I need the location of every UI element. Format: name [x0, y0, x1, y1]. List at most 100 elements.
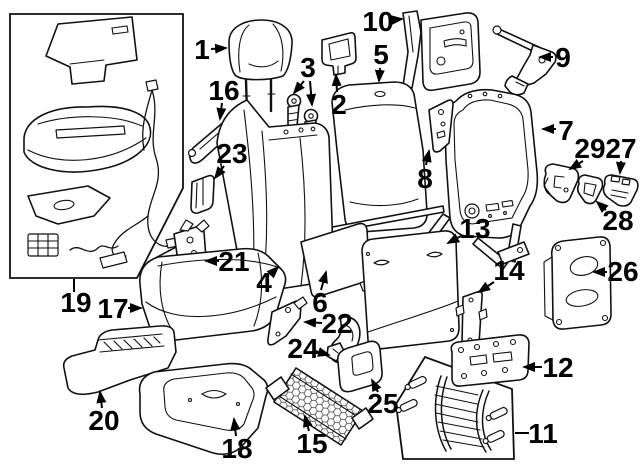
callout-18[interactable]: 18 [221, 417, 253, 464]
callout-24[interactable]: 24 [287, 333, 331, 364]
callout-label[interactable]: 3 [300, 52, 316, 83]
callout-29[interactable]: 29 [568, 133, 606, 171]
part-26-side-shield [543, 236, 612, 330]
part-11-lumbar-box [395, 355, 515, 460]
part-28-switch-bezel [576, 174, 604, 205]
callout-label[interactable]: 14 [493, 255, 525, 286]
callout-arrow [331, 73, 342, 93]
callout-6[interactable]: 6 [312, 270, 328, 318]
callout-label[interactable]: 17 [97, 293, 128, 324]
callout-label[interactable]: 28 [602, 205, 633, 236]
callout-label[interactable]: 29 [574, 133, 605, 164]
connector-block [27, 233, 128, 269]
callout-9[interactable]: 9 [538, 42, 571, 73]
part-1-headrest [228, 19, 293, 116]
callout-arrow [390, 15, 404, 26]
part-25-side-cover-panel [336, 340, 383, 393]
callout-label[interactable]: 26 [607, 256, 638, 287]
callout-arrow [371, 378, 382, 393]
callout-2[interactable]: 2 [331, 73, 347, 120]
part-13-back-panel [361, 230, 460, 350]
part-2-headrest-guide [321, 32, 357, 76]
callout-label[interactable]: 15 [296, 428, 327, 459]
callout-17[interactable]: 17 [97, 293, 143, 324]
callout-arrow [292, 80, 305, 95]
callout-11[interactable]: 11 [515, 418, 558, 449]
callout-label[interactable]: 13 [459, 213, 490, 244]
callout-20[interactable]: 20 [88, 390, 120, 436]
callout-19[interactable]: 19 [60, 279, 92, 318]
callout-label[interactable]: 4 [256, 267, 272, 298]
callout-15[interactable]: 15 [296, 414, 328, 459]
callout-23[interactable]: 23 [213, 138, 248, 180]
part-12-track-plate [450, 334, 530, 387]
callout-arrow [213, 165, 226, 180]
part-23-side-cover [190, 174, 215, 214]
callout-4[interactable]: 4 [256, 265, 280, 298]
callout-14[interactable]: 14 [477, 255, 525, 294]
callout-label[interactable]: 12 [542, 352, 573, 383]
callout-1[interactable]: 1 [194, 34, 228, 65]
callout-label[interactable]: 6 [312, 287, 328, 318]
callout-arrow [306, 80, 317, 107]
part-15-heater-mesh [265, 367, 374, 446]
callout-25[interactable]: 25 [367, 378, 399, 419]
callout-arrow [266, 265, 280, 279]
callout-12[interactable]: 12 [522, 352, 574, 383]
part-20-mat [62, 325, 177, 396]
inset-box-outline [9, 13, 184, 279]
callout-label[interactable]: 9 [555, 42, 571, 73]
callout-8[interactable]: 8 [417, 149, 433, 194]
callout-label[interactable]: 19 [60, 287, 91, 318]
callout-arrow [615, 160, 626, 175]
callout-label[interactable]: 25 [367, 388, 398, 419]
callout-5[interactable]: 5 [373, 39, 389, 83]
callout-7[interactable]: 7 [541, 115, 574, 146]
callout-13[interactable]: 13 [446, 213, 491, 244]
callout-arrow [374, 67, 385, 83]
callout-arrow [446, 233, 462, 244]
callout-arrow [210, 43, 228, 54]
callout-label[interactable]: 5 [373, 39, 389, 70]
part-17-cushion-cover [139, 247, 287, 342]
callout-label[interactable]: 1 [194, 34, 210, 65]
callout-3[interactable]: 3 [292, 52, 317, 107]
callout-label[interactable]: 22 [321, 308, 352, 339]
callout-label[interactable]: 8 [417, 163, 433, 194]
insulator-pad [27, 185, 111, 225]
callout-arrow [314, 347, 331, 357]
cushion-with-frame [23, 105, 152, 173]
part-27-switch [602, 174, 639, 207]
carpet-piece [45, 16, 138, 85]
callout-arrow [230, 417, 241, 437]
callout-label[interactable]: 7 [558, 115, 574, 146]
callout-label[interactable]: 10 [362, 6, 393, 37]
callout-label[interactable]: 24 [287, 333, 319, 364]
callout-layer: 1234567891011121314151617181920212223242… [60, 6, 638, 464]
callout-label[interactable]: 16 [208, 75, 239, 106]
callout-label[interactable]: 23 [216, 138, 247, 169]
part-9-recliner-handle [492, 25, 557, 96]
callout-arrow [303, 317, 323, 328]
callout-27[interactable]: 27 [605, 133, 637, 175]
part-22-hinge-bracket [267, 296, 308, 346]
callout-label[interactable]: 18 [221, 433, 252, 464]
callout-label[interactable]: 11 [528, 418, 558, 449]
callout-arrow [595, 200, 609, 214]
part-8-side-member [428, 99, 454, 153]
callout-16[interactable]: 16 [208, 75, 240, 121]
callout-label[interactable]: 20 [88, 405, 119, 436]
callout-arrow [568, 158, 584, 171]
part-29-switch-housing [543, 163, 580, 204]
callout-arrow [421, 149, 432, 166]
callout-22[interactable]: 22 [303, 308, 353, 339]
callout-21[interactable]: 21 [204, 246, 250, 277]
callout-26[interactable]: 26 [592, 256, 639, 287]
callout-28[interactable]: 28 [595, 200, 634, 236]
callout-label[interactable]: 2 [331, 89, 347, 120]
callout-label[interactable]: 21 [218, 246, 249, 277]
callout-label[interactable]: 27 [605, 133, 636, 164]
callout-10[interactable]: 10 [362, 6, 404, 37]
